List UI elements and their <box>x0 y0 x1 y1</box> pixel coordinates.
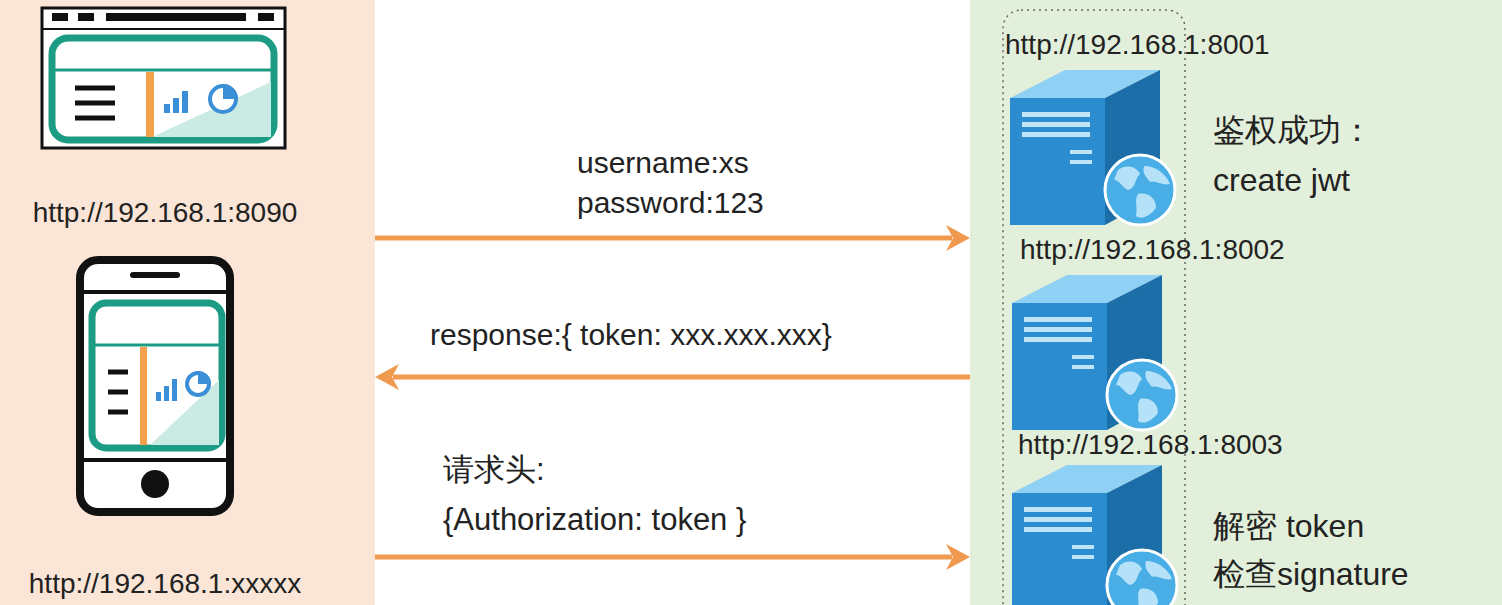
server-illustration-part <box>1003 10 1185 605</box>
browser-window-part <box>106 13 246 21</box>
browser-window-part <box>182 91 188 113</box>
arrow-head <box>946 225 970 251</box>
server-url: http://192.168.1:8001 <box>1005 28 1270 62</box>
browser-window-part <box>146 72 154 137</box>
client-url: http://192.168.1:xxxxx <box>29 567 301 601</box>
server-icon-part <box>1012 275 1177 430</box>
server-url: http://192.168.1:8003 <box>1018 428 1283 462</box>
phone-device-part <box>164 386 169 401</box>
browser-window-part <box>42 8 285 148</box>
cluster-outline <box>1003 10 1185 605</box>
phone-device-part <box>108 370 128 375</box>
server-panel: http://192.168.1:8001 鉴权成功： create jwt htt… <box>970 0 1502 605</box>
edge-label: username:xs password:123 <box>577 143 765 223</box>
browser-window-part <box>258 13 274 21</box>
arrow-head <box>375 364 399 390</box>
server-icon <box>1010 70 1175 225</box>
browser-window-part <box>52 38 274 140</box>
phone-device-part <box>140 347 147 445</box>
arrow-head <box>946 544 970 570</box>
edge-label: 请求头: {Authorization: token } <box>443 445 748 545</box>
arrow-shaft <box>375 555 952 560</box>
server-icon-part <box>1012 465 1177 605</box>
server-icon <box>1012 275 1177 430</box>
server-url: http://192.168.1:8002 <box>1020 233 1285 267</box>
edge-label: response:{ token: xxx.xxx.xxx} <box>430 315 832 355</box>
browser-window-part <box>223 84 238 99</box>
phone-device-part <box>82 458 228 462</box>
phone-device-part <box>92 303 222 448</box>
phone-device-part <box>82 290 228 294</box>
server-note: 鉴权成功： create jwt <box>1213 105 1374 205</box>
phone-device-part <box>95 344 219 347</box>
browser-window <box>42 8 285 148</box>
browser-window-part <box>75 101 115 106</box>
browser-window-part <box>164 104 170 113</box>
phone-device-part <box>80 260 230 512</box>
phone-device-part <box>141 470 169 498</box>
browser-window-part <box>52 13 68 21</box>
flow-arrow <box>375 225 970 251</box>
browser-window-part <box>75 116 115 121</box>
browser-window-part <box>173 98 179 113</box>
server-icon-part <box>1010 70 1175 225</box>
phone-device-part <box>108 390 128 395</box>
browser-window-part <box>55 69 271 72</box>
client-panel: http://192.168.1:8090 http://192.168.1:xx… <box>0 0 375 605</box>
phone-device <box>80 260 230 512</box>
arrow-shaft <box>393 375 970 380</box>
phone-device-part <box>198 371 211 384</box>
server-note: 解密 token 检查signature <box>1213 502 1410 598</box>
flow-arrow <box>375 544 970 570</box>
client-illustration <box>0 0 375 605</box>
client-url: http://192.168.1:8090 <box>33 196 298 230</box>
phone-device-part <box>130 272 180 278</box>
flow-arrow <box>375 364 970 390</box>
browser-window-part <box>152 82 271 137</box>
browser-window-part <box>75 86 115 91</box>
browser-window-part <box>42 28 285 30</box>
phone-device-part <box>108 410 128 415</box>
browser-window-part <box>78 13 94 21</box>
server-icon <box>1012 465 1177 605</box>
arrow-shaft <box>375 236 952 241</box>
phone-device-part <box>156 392 161 401</box>
phone-device-part <box>172 379 177 401</box>
